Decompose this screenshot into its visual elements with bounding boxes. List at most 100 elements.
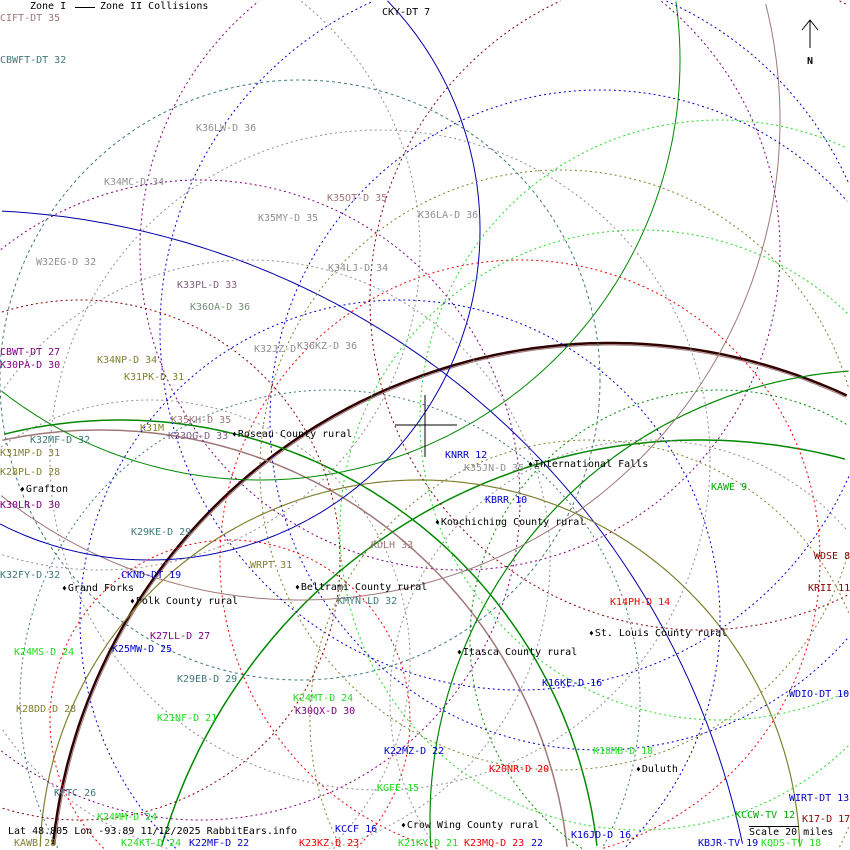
station-label[interactable]: K14PH-D 14 — [610, 597, 671, 608]
contour-arc — [1, 210, 743, 844]
contour-arc — [339, 229, 849, 831]
contour-arc — [1, 560, 341, 821]
place-label: Grand Forks — [62, 583, 134, 595]
station-label[interactable]: K21KY-D 21 — [398, 838, 459, 849]
station-label[interactable]: K25MW-D 25 — [112, 644, 173, 655]
station-label[interactable]: CKND-DT 19 — [121, 570, 182, 581]
contour-arc — [623, 620, 721, 849]
station-label[interactable]: K33OG-D 33 — [168, 431, 229, 442]
station-label[interactable]: KCCW-TV 12 — [735, 810, 796, 821]
station-label[interactable]: KFTC 26 — [54, 788, 97, 799]
station-label[interactable]: K32FY-D 32 — [0, 570, 61, 581]
station-label[interactable]: WDIO-DT 10 — [789, 689, 850, 700]
station-label[interactable]: WRPT 31 — [250, 560, 293, 571]
contour-arc — [355, 720, 411, 849]
station-label[interactable]: K35OT-D 35 — [327, 193, 388, 204]
station-label[interactable]: K32JZ-D — [254, 344, 297, 355]
station-label[interactable]: KQDS-TV 18 — [761, 838, 822, 849]
contour-arc — [765, 3, 781, 120]
contour-arc — [1, 299, 341, 560]
contour-arc — [160, 439, 846, 846]
station-label[interactable]: K21NF-D 21 — [157, 713, 218, 724]
station-label[interactable]: W32EG-D 32 — [36, 257, 97, 268]
station-label[interactable]: K30PA-D 30 — [0, 360, 61, 371]
station-label[interactable]: K31PK-D 31 — [124, 372, 185, 383]
station-label[interactable]: KBRR 10 — [485, 495, 528, 506]
station-label[interactable]: K36OA-D 36 — [190, 302, 251, 313]
contour-arc — [0, 500, 521, 821]
station-label[interactable]: K35MY-D 35 — [258, 213, 319, 224]
station-label[interactable]: WIRT-DT 13 — [789, 793, 850, 804]
station-label[interactable]: CBWT-DT 27 — [0, 347, 61, 358]
contour-arc — [601, 700, 641, 849]
contour-arc — [49, 129, 711, 791]
contour-arc — [309, 439, 850, 848]
station-label[interactable]: K36LW-D 36 — [196, 123, 257, 134]
station-label[interactable]: KMYN-LD 32 — [337, 596, 398, 607]
station-label[interactable]: K33PL-D 33 — [177, 280, 238, 291]
station-label[interactable]: WDSE 8 — [814, 551, 850, 562]
station-label[interactable]: K16JD-D 16 — [571, 830, 632, 841]
station-label[interactable]: K22MZ-D 22 — [384, 746, 445, 757]
station-label[interactable]: K30LR-D 30 — [0, 500, 61, 511]
contour-arc — [0, 250, 421, 571]
station-label[interactable]: CKY-DT 7 — [382, 7, 431, 18]
station-label[interactable]: K30QX-D 30 — [295, 706, 356, 717]
station-label[interactable]: K32MF-D 32 — [30, 435, 91, 446]
station-label[interactable]: KDLH 33 — [371, 540, 414, 551]
station-label[interactable]: K16KE-D 16 — [542, 678, 603, 689]
contour-arc — [139, 0, 781, 571]
station-label[interactable]: K18MB-D 18 — [593, 746, 654, 757]
station-label[interactable]: K27LL-D 27 — [150, 631, 211, 642]
station-label[interactable]: K23KZ-D 23 — [299, 838, 360, 849]
station-label[interactable]: K35KH-D 35 — [171, 415, 232, 426]
contour-arc — [219, 259, 821, 849]
station-label[interactable]: K24MM-D 24 — [97, 812, 158, 823]
station-label[interactable]: K24KT-D 24 — [121, 838, 182, 849]
contour-arc — [839, 0, 848, 6]
station-label[interactable]: KAWE 9 — [711, 482, 748, 493]
station-label[interactable]: KBJR-TV 19 — [698, 838, 759, 849]
station-label[interactable]: K29KE-D 29 — [131, 527, 192, 538]
station-label[interactable]: K22MF-D 22 — [189, 838, 250, 849]
station-label[interactable]: K36LA-D 36 — [418, 210, 479, 221]
station-label[interactable]: K36KZ-D 36 — [297, 341, 358, 352]
station-label[interactable]: K28DD-D 28 — [16, 704, 77, 715]
legend-station: CIFT-DT 35 — [0, 13, 61, 24]
station-label[interactable]: K17-D 17 — [802, 814, 850, 825]
station-label[interactable]: K34LJ-D 34 — [328, 263, 389, 274]
station-label[interactable]: K31MP-D 31 — [0, 448, 61, 459]
station-label[interactable]: K35JN-D 35 — [464, 463, 525, 474]
contour-arc — [1, 60, 681, 481]
place-label: Polk County rural — [130, 596, 238, 608]
station-label[interactable]: 22 — [531, 838, 544, 849]
contour-arc — [419, 119, 848, 721]
station-label[interactable]: KNRR 12 — [445, 450, 488, 461]
station-label[interactable]: K20NR-D 20 — [489, 764, 550, 775]
contour-arc — [49, 539, 411, 849]
station-label[interactable]: KAWB 28 — [14, 838, 57, 849]
station-label[interactable]: CBWFT-DT 32 — [0, 55, 67, 66]
station-label[interactable]: K24MT-D 24 — [293, 693, 354, 704]
contour-arc — [3, 419, 598, 846]
contour-arc — [0, 120, 781, 601]
station-label[interactable]: K34MC-D 34 — [104, 177, 165, 188]
contour-arc — [2, 429, 568, 847]
station-label[interactable]: KRII 11 — [808, 583, 850, 594]
station-label[interactable]: K24MS-D 24 — [14, 647, 75, 658]
station-label[interactable]: KCCF 16 — [335, 824, 378, 835]
contour-arc — [839, 826, 850, 848]
place-label: Grafton — [20, 484, 68, 496]
station-label[interactable]: K31M — [140, 423, 165, 434]
station-label[interactable]: K28PL-D 28 — [0, 467, 61, 478]
place-label: St. Louis County rural — [589, 628, 727, 640]
station-label[interactable]: K29EB-D 29 — [177, 674, 238, 685]
crosshair-icon — [395, 395, 457, 457]
contour-arc — [54, 344, 847, 845]
station-label[interactable]: K23MQ-D 23 — [464, 838, 525, 849]
station-label[interactable]: K34NP-D 34 — [97, 355, 158, 366]
contour-arc — [0, 259, 551, 560]
station-label[interactable]: KGFE 15 — [377, 783, 420, 794]
